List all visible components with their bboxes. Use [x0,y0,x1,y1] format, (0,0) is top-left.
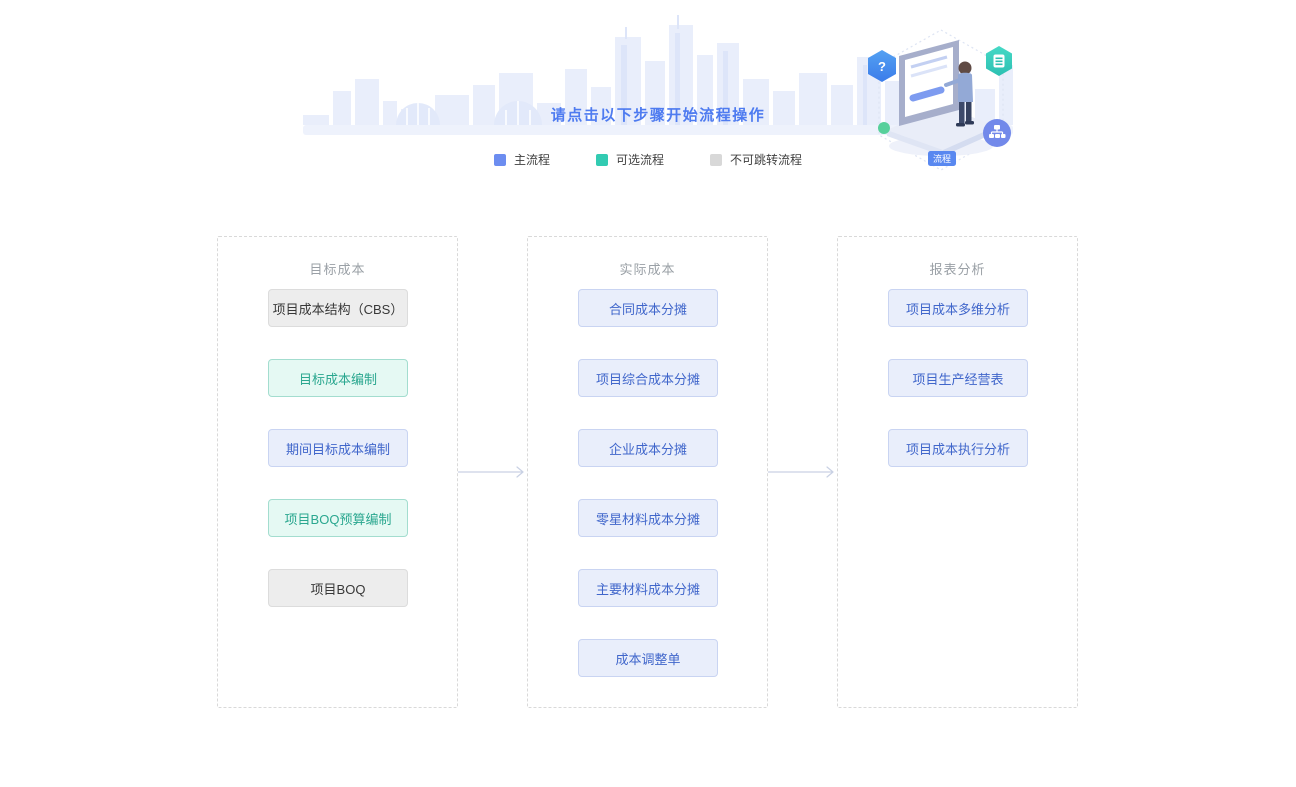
flow-node[interactable]: 项目成本多维分析 [888,289,1028,327]
arrow-right-icon [457,466,524,478]
flow-node[interactable]: 零星材料成本分摊 [578,499,718,537]
legend: 主流程 可选流程 不可跳转流程 [0,151,1296,168]
green-dot-icon [878,122,890,134]
flow-node[interactable]: 合同成本分摊 [578,289,718,327]
column-title: 目标成本 [309,262,366,277]
legend-item-optional: 可选流程 [595,151,664,168]
flow-column-report-analysis: 报表分析 项目成本多维分析 项目生产经营表 项目成本执行分析 [837,236,1078,708]
banner: 请点击以下步骤开始流程操作 [303,8,1013,171]
legend-label: 主流程 [513,153,550,167]
arrow-right-icon [767,466,834,478]
flow-node[interactable]: 项目BOQ [268,569,408,607]
column-title: 实际成本 [619,262,676,277]
banner-title: 请点击以下步骤开始流程操作 [550,107,766,124]
column-title: 报表分析 [929,262,986,277]
flow-node[interactable]: 项目成本结构（CBS） [268,289,408,327]
flowchart-circle-icon [983,119,1011,147]
legend-swatch-optional-icon [595,153,608,166]
document-hexagon-icon [986,46,1012,76]
person-laptop-illustration: ? 流程 [868,29,1012,171]
flow-node[interactable]: 项目综合成本分摊 [578,359,718,397]
flow-node[interactable]: 项目BOQ预算编制 [268,499,408,537]
city-skyline-illustration [303,15,1013,135]
flow-node[interactable]: 主要材料成本分摊 [578,569,718,607]
legend-label: 可选流程 [615,153,664,167]
flow-column-target-cost: 目标成本 项目成本结构（CBS） 目标成本编制 期间目标成本编制 项目BOQ预算… [217,236,458,708]
flow-node[interactable]: 项目生产经营表 [888,359,1028,397]
flow-node[interactable]: 企业成本分摊 [578,429,718,467]
question-hexagon-icon: ? [868,50,896,82]
legend-item-disabled: 不可跳转流程 [710,151,802,168]
legend-item-main: 主流程 [493,151,550,168]
flow-node[interactable]: 目标成本编制 [268,359,408,397]
flow-column-actual-cost: 实际成本 合同成本分摊 项目综合成本分摊 企业成本分摊 零星材料成本分摊 主要材… [527,236,768,708]
legend-swatch-main-icon [493,153,506,166]
flow-node[interactable]: 成本调整单 [578,639,718,677]
person-figure [944,61,974,127]
legend-swatch-disabled-icon [710,153,722,166]
svg-text:流程: 流程 [933,153,951,164]
svg-text:?: ? [878,59,886,74]
flow-node[interactable]: 期间目标成本编制 [268,429,408,467]
flow-node[interactable]: 项目成本执行分析 [888,429,1028,467]
process-badge: 流程 [928,151,956,166]
legend-label: 不可跳转流程 [730,153,803,167]
